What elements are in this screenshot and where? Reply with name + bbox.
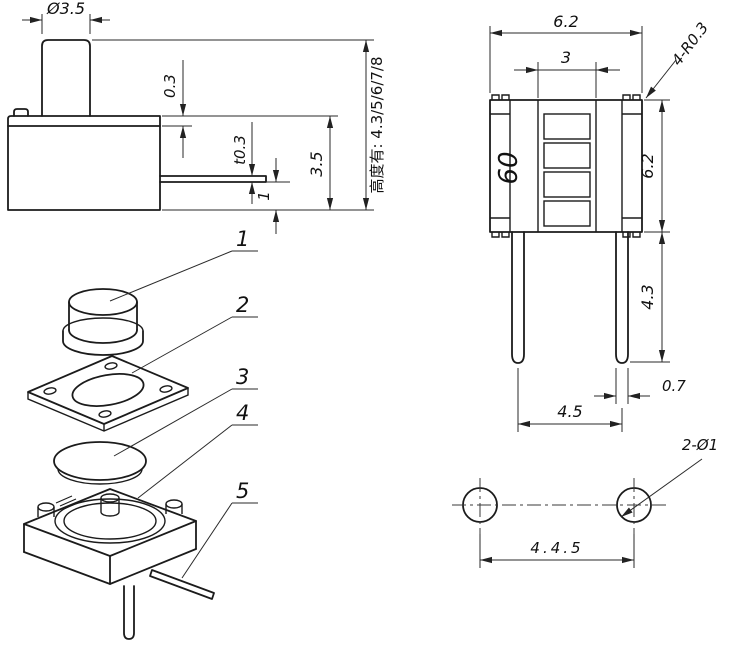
part-cover-plate [27, 355, 189, 432]
bottom-view: 2-Ø1 4.4.5 [452, 436, 718, 568]
corner-radius-label: 4-R0.3 [668, 19, 712, 69]
callout-4: 4 [137, 401, 258, 499]
part-dome [53, 441, 147, 485]
dim-height: 6.2 [638, 99, 670, 233]
dim-hole-pitch: 4.4.5 [479, 534, 635, 568]
dim-diameter: Ø3.5 [22, 0, 110, 34]
callout-5-label: 5 [236, 479, 249, 503]
dim-body-height: 3.5 [162, 115, 374, 211]
center-lines [452, 478, 668, 534]
dim-terminal-offset: 1 [255, 158, 290, 234]
dim-corner-radius: 4-R0.3 [645, 19, 712, 99]
width-label: 6.2 [553, 12, 578, 31]
callout-3-label: 3 [236, 365, 249, 389]
pin-pitch-label: 4.5 [557, 402, 582, 421]
callout-4-label: 4 [236, 401, 249, 425]
dim-pin-length: 4.3 [630, 232, 670, 363]
exploded-view: 1 2 3 4 5 [23, 227, 258, 640]
stem-width-label: 3 [561, 48, 571, 67]
dim-terminal-thickness: t0.3 [231, 122, 256, 204]
dim-plate-thickness: 0.3 [161, 60, 192, 158]
side-view: Ø3.5 0.3 t0.3 1 3.5 [7, 0, 386, 234]
callout-2-label: 2 [236, 293, 249, 317]
dim-diameter-label: Ø3.5 [46, 0, 85, 18]
front-view-outline [489, 94, 643, 364]
body-height-label: 3.5 [307, 151, 326, 176]
callout-1-label: 1 [236, 227, 249, 251]
part-button-cap [62, 288, 144, 356]
holes-label: 2-Ø1 [682, 436, 718, 454]
dim-pin-width: 0.7 [594, 368, 686, 404]
callout-2: 2 [131, 293, 258, 374]
hole-pitch-label: 4.4.5 [530, 539, 583, 557]
base-hatch [55, 495, 81, 510]
height-label: 6.2 [638, 153, 657, 178]
dim-height-options: 高度有: 4.3/5/6/7/8 [92, 39, 386, 210]
terminal-offset-label: 1 [255, 191, 273, 201]
height-options-label: 高度有: 4.3/5/6/7/8 [368, 56, 386, 193]
dim-pin-pitch: 4.5 [517, 368, 623, 432]
dim-stem-width: 3 [514, 48, 620, 98]
dim-holes: 2-Ø1 [620, 436, 718, 518]
terminal-thickness-label: t0.3 [231, 135, 249, 165]
callout-5: 5 [181, 479, 258, 579]
part-pins [123, 569, 215, 640]
front-view: 60 6.2 3 4-R0.3 [489, 12, 712, 432]
side-view-outline [7, 39, 267, 211]
pin-length-label: 4.3 [638, 284, 657, 309]
dim-width: 6.2 [489, 12, 643, 93]
pin-width-label: 0.7 [662, 377, 686, 395]
callout-1: 1 [109, 227, 258, 302]
callout-3: 3 [113, 365, 258, 457]
part-base [23, 488, 197, 585]
plate-thickness-label: 0.3 [161, 74, 179, 98]
body-marking: 60 [494, 151, 524, 184]
